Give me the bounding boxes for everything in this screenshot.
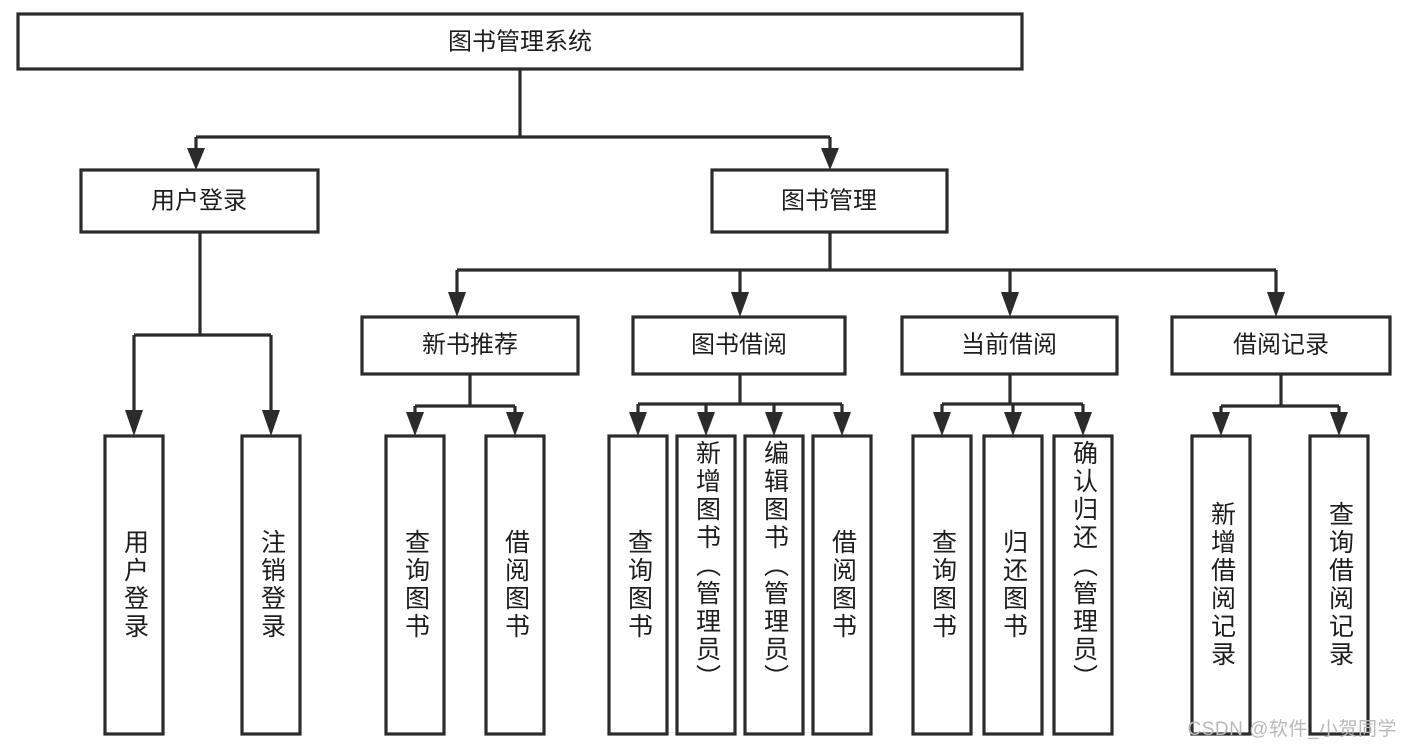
arrow-head-book-management [821,148,839,170]
leaf-box-add-book-admin[interactable] [675,434,737,736]
leaf-box-query-book-current[interactable] [911,434,973,736]
leaf-label-logout-login: 注销登录 [257,529,286,641]
arrow-head-leaf-borrow-book-borrow [833,412,851,436]
leaf-box-borrow-book-newbook[interactable] [484,434,546,736]
node-book-borrow-box[interactable] [631,315,847,376]
arrow-head-leaf-query-book-newbook [406,412,424,436]
leaf-label-query-book-borrow: 查询图书 [624,529,653,641]
node-borrow-record[interactable]: 借阅记录 [1170,315,1392,376]
connector-layer [125,69,1348,436]
leaf-box-query-book-borrow[interactable] [607,434,669,736]
node-book-management-box[interactable] [710,168,949,234]
watermark: CSDN @软件_小贺同学 [1187,719,1397,740]
leaf-label-borrow-book-borrow: 借阅图书 [828,529,857,641]
leaf-label-borrow-book-newbook: 借阅图书 [501,529,530,641]
leaf-label-edit-book-admin: 编辑图书（管理员） [760,440,789,692]
arrow-head-leaf-add-borrow-record [1212,412,1230,436]
leaf-borrow-book-newbook[interactable]: 借阅图书 [486,436,544,734]
leaf-confirm-return-admin[interactable]: 确认归还（管理员） [1054,440,1112,730]
leaf-query-book-newbook[interactable]: 查询图书 [386,436,444,734]
arrow-head-leaf-user-login [125,410,143,436]
leaf-logout-login[interactable]: 注销登录 [242,436,300,734]
leaf-query-book-current[interactable]: 查询图书 [913,436,971,734]
leaf-box-return-book[interactable] [982,434,1044,736]
node-new-book-recommend-box[interactable] [360,315,580,376]
node-current-borrow[interactable]: 当前借阅 [900,315,1119,376]
leaf-label-add-borrow-record: 新增借阅记录 [1207,501,1236,669]
leaf-label-query-book-current: 查询图书 [928,529,957,641]
leaf-box-query-borrow-record[interactable] [1308,434,1370,736]
node-new-book-recommend-label: 新书推荐 [422,331,518,358]
node-user-login-label: 用户登录 [151,187,247,214]
leaf-box-add-borrow-record[interactable] [1190,434,1252,736]
arrow-head-leaf-query-book-current [933,412,951,436]
leaf-label-confirm-return-admin: 确认归还（管理员） [1069,440,1098,692]
leaf-edit-book-admin[interactable]: 编辑图书（管理员） [745,440,803,730]
node-book-management[interactable]: 图书管理 [710,168,949,234]
arrow-head-book-borrow [731,292,749,317]
node-current-borrow-label: 当前借阅 [961,331,1057,358]
arrow-head-leaf-borrow-book-newbook [506,412,524,436]
arrow-head-current-borrow [1001,292,1019,317]
leaf-label-query-borrow-record: 查询借阅记录 [1325,501,1354,669]
node-book-management-label: 图书管理 [781,187,877,214]
leaf-box-user-login[interactable] [103,434,165,736]
node-user-login[interactable]: 用户登录 [79,168,320,234]
arrow-head-leaf-add-book-admin [697,412,715,436]
arrow-head-leaf-query-book-borrow [629,412,647,436]
arrow-head-borrow-record [1267,292,1285,317]
arrow-head-new-book-recommend [448,292,466,317]
leaf-box-confirm-return-admin[interactable] [1052,434,1114,736]
node-root-label: 图书管理系统 [448,28,592,55]
leaf-box-logout-login[interactable] [240,434,302,736]
leaf-return-book[interactable]: 归还图书 [984,436,1042,734]
node-user-login-box[interactable] [79,168,320,234]
leaf-box-layer [103,434,1370,736]
leaf-box-borrow-book-borrow[interactable] [811,434,873,736]
leaf-borrow-book-borrow[interactable]: 借阅图书 [813,436,871,734]
node-book-borrow[interactable]: 图书借阅 [631,315,847,376]
leaf-user-login[interactable]: 用户登录 [105,436,163,734]
arrow-head-leaf-logout-login [262,410,280,436]
leaf-label-add-book-admin: 新增图书（管理员） [692,440,721,692]
leaf-box-query-book-newbook[interactable] [384,434,446,736]
leaf-label-query-book-newbook: 查询图书 [401,529,430,641]
arrow-head-leaf-edit-book-admin [765,412,783,436]
leaf-add-borrow-record[interactable]: 新增借阅记录 [1192,436,1250,734]
leaf-query-borrow-record[interactable]: 查询借阅记录 [1310,436,1368,734]
node-borrow-record-box[interactable] [1170,315,1392,376]
node-root[interactable]: 图书管理系统 [16,12,1024,71]
node-current-borrow-box[interactable] [900,315,1119,376]
leaf-add-book-admin[interactable]: 新增图书（管理员） [677,440,735,730]
leaf-query-book-borrow[interactable]: 查询图书 [609,436,667,734]
leaf-label-user-login: 用户登录 [120,529,149,641]
arrow-head-leaf-query-borrow-record [1330,412,1348,436]
node-new-book-recommend[interactable]: 新书推荐 [360,315,580,376]
node-root-box[interactable] [16,12,1024,71]
arrow-head-user-login [187,148,205,170]
leaf-label-return-book: 归还图书 [999,529,1028,641]
leaf-box-edit-book-admin[interactable] [743,434,805,736]
arrow-head-leaf-return-book [1004,412,1022,436]
node-borrow-record-label: 借阅记录 [1233,331,1329,358]
node-book-borrow-label: 图书借阅 [691,331,787,358]
arrow-head-leaf-confirm-return-admin [1074,412,1092,436]
